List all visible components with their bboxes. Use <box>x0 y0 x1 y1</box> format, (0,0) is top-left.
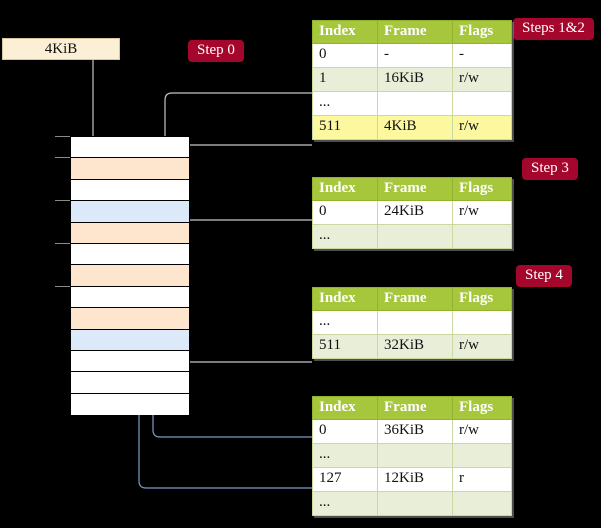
cell-flags <box>452 310 512 335</box>
memory-tick <box>55 243 70 244</box>
page-table-level-1: Index Frame Flags 0 24KiB r/w ... <box>312 177 512 249</box>
page-table-level-3: Index Frame Flags 0 36KiB r/w ... 127 12… <box>312 396 512 516</box>
cell-flags <box>452 443 512 468</box>
column-header-index: Index <box>312 177 378 201</box>
table-header-row: Index Frame Flags <box>312 287 512 311</box>
table-row[interactable]: 0 36KiB r/w <box>312 419 512 444</box>
table-row[interactable]: ... <box>312 443 512 468</box>
cell-index: ... <box>312 310 378 335</box>
memory-row[interactable] <box>71 179 189 202</box>
cell-index: 511 <box>312 334 378 359</box>
cell-flags <box>452 224 512 249</box>
cell-index: 0 <box>312 419 378 444</box>
table-row[interactable]: 511 32KiB r/w <box>312 334 512 359</box>
table-row[interactable]: 0 - - <box>312 43 512 68</box>
cell-index: 1 <box>312 67 378 92</box>
cell-frame: 16KiB <box>377 67 453 92</box>
cell-frame: 32KiB <box>377 334 453 359</box>
memory-row[interactable] <box>71 158 189 180</box>
memory-row[interactable] <box>71 286 189 309</box>
badge-step-3: Step 3 <box>522 158 578 180</box>
cell-frame: 24KiB <box>377 200 453 225</box>
table-row[interactable]: 1 16KiB r/w <box>312 67 512 92</box>
memory-row[interactable] <box>71 137 189 159</box>
cell-index: ... <box>312 91 378 116</box>
memory-row[interactable] <box>71 243 189 266</box>
memory-row[interactable] <box>71 372 189 394</box>
memory-tick <box>55 136 70 137</box>
cell-frame: 36KiB <box>377 419 453 444</box>
cell-frame: 12KiB <box>377 467 453 492</box>
cell-flags: r/w <box>452 334 512 359</box>
memory-row[interactable] <box>71 308 189 330</box>
column-header-frame: Frame <box>377 287 453 311</box>
table-row[interactable]: ... <box>312 224 512 249</box>
memory-tick <box>55 200 70 201</box>
memory-tick <box>55 286 70 287</box>
cell-index: ... <box>312 443 378 468</box>
memory-row[interactable] <box>71 393 189 416</box>
table-row[interactable]: 0 24KiB r/w <box>312 200 512 225</box>
badge-step-0: Step 0 <box>188 40 244 62</box>
table-header-row: Index Frame Flags <box>312 20 512 44</box>
cell-index: ... <box>312 224 378 249</box>
column-header-index: Index <box>312 20 378 44</box>
table-row-highlighted[interactable]: 511 4KiB r/w <box>312 115 512 140</box>
table-row[interactable]: 127 12KiB r <box>312 467 512 492</box>
cell-frame: - <box>377 43 453 68</box>
table-row[interactable]: ... <box>312 91 512 116</box>
column-header-flags: Flags <box>452 287 512 311</box>
cell-flags <box>452 91 512 116</box>
column-header-flags: Flags <box>452 20 512 44</box>
wire-t1r0-to-mem6 <box>177 219 312 268</box>
cell-index: 0 <box>312 200 378 225</box>
badge-step-4: Step 4 <box>516 265 572 287</box>
column-header-frame: Frame <box>377 20 453 44</box>
cell-index: 127 <box>312 467 378 492</box>
cell-index: 511 <box>312 115 378 140</box>
cell-index: 0 <box>312 43 378 68</box>
cell-frame <box>377 443 453 468</box>
cell-frame <box>377 224 453 249</box>
column-header-frame: Frame <box>377 177 453 201</box>
cell-flags: - <box>452 43 512 68</box>
memory-row[interactable] <box>71 222 189 244</box>
cell-frame: 4KiB <box>377 115 453 140</box>
cell-frame <box>377 491 453 516</box>
table-header-row: Index Frame Flags <box>312 396 512 420</box>
page-table-level-2: Index Frame Flags ... 511 32KiB r/w <box>312 287 512 359</box>
column-header-frame: Frame <box>377 396 453 420</box>
page-table-level-0: Index Frame Flags 0 - - 1 16KiB r/w ... <box>312 20 512 140</box>
cell-frame <box>377 91 453 116</box>
physical-memory-grid <box>70 136 190 416</box>
memory-row[interactable] <box>71 350 189 373</box>
cell-flags <box>452 491 512 516</box>
column-header-flags: Flags <box>452 177 512 201</box>
badge-steps-1-2: Steps 1&2 <box>513 18 594 40</box>
cell-flags: r/w <box>452 200 512 225</box>
virtual-page-box: 4KiB <box>2 38 120 60</box>
memory-row[interactable] <box>71 201 189 223</box>
table-row[interactable]: ... <box>312 491 512 516</box>
memory-tick <box>55 157 70 158</box>
cell-index: ... <box>312 491 378 516</box>
wire-t2r511-to-mem8 <box>165 312 312 363</box>
cell-flags: r/w <box>452 67 512 92</box>
column-header-index: Index <box>312 287 378 311</box>
cell-frame <box>377 310 453 335</box>
cell-flags: r <box>452 467 512 492</box>
cell-flags: r/w <box>452 115 512 140</box>
memory-row[interactable] <box>71 265 189 287</box>
column-header-index: Index <box>312 396 378 420</box>
memory-row[interactable] <box>71 329 189 351</box>
table-header-row: Index Frame Flags <box>312 177 512 201</box>
table-row[interactable]: ... <box>312 310 512 335</box>
column-header-flags: Flags <box>452 396 512 420</box>
cell-flags: r/w <box>452 419 512 444</box>
